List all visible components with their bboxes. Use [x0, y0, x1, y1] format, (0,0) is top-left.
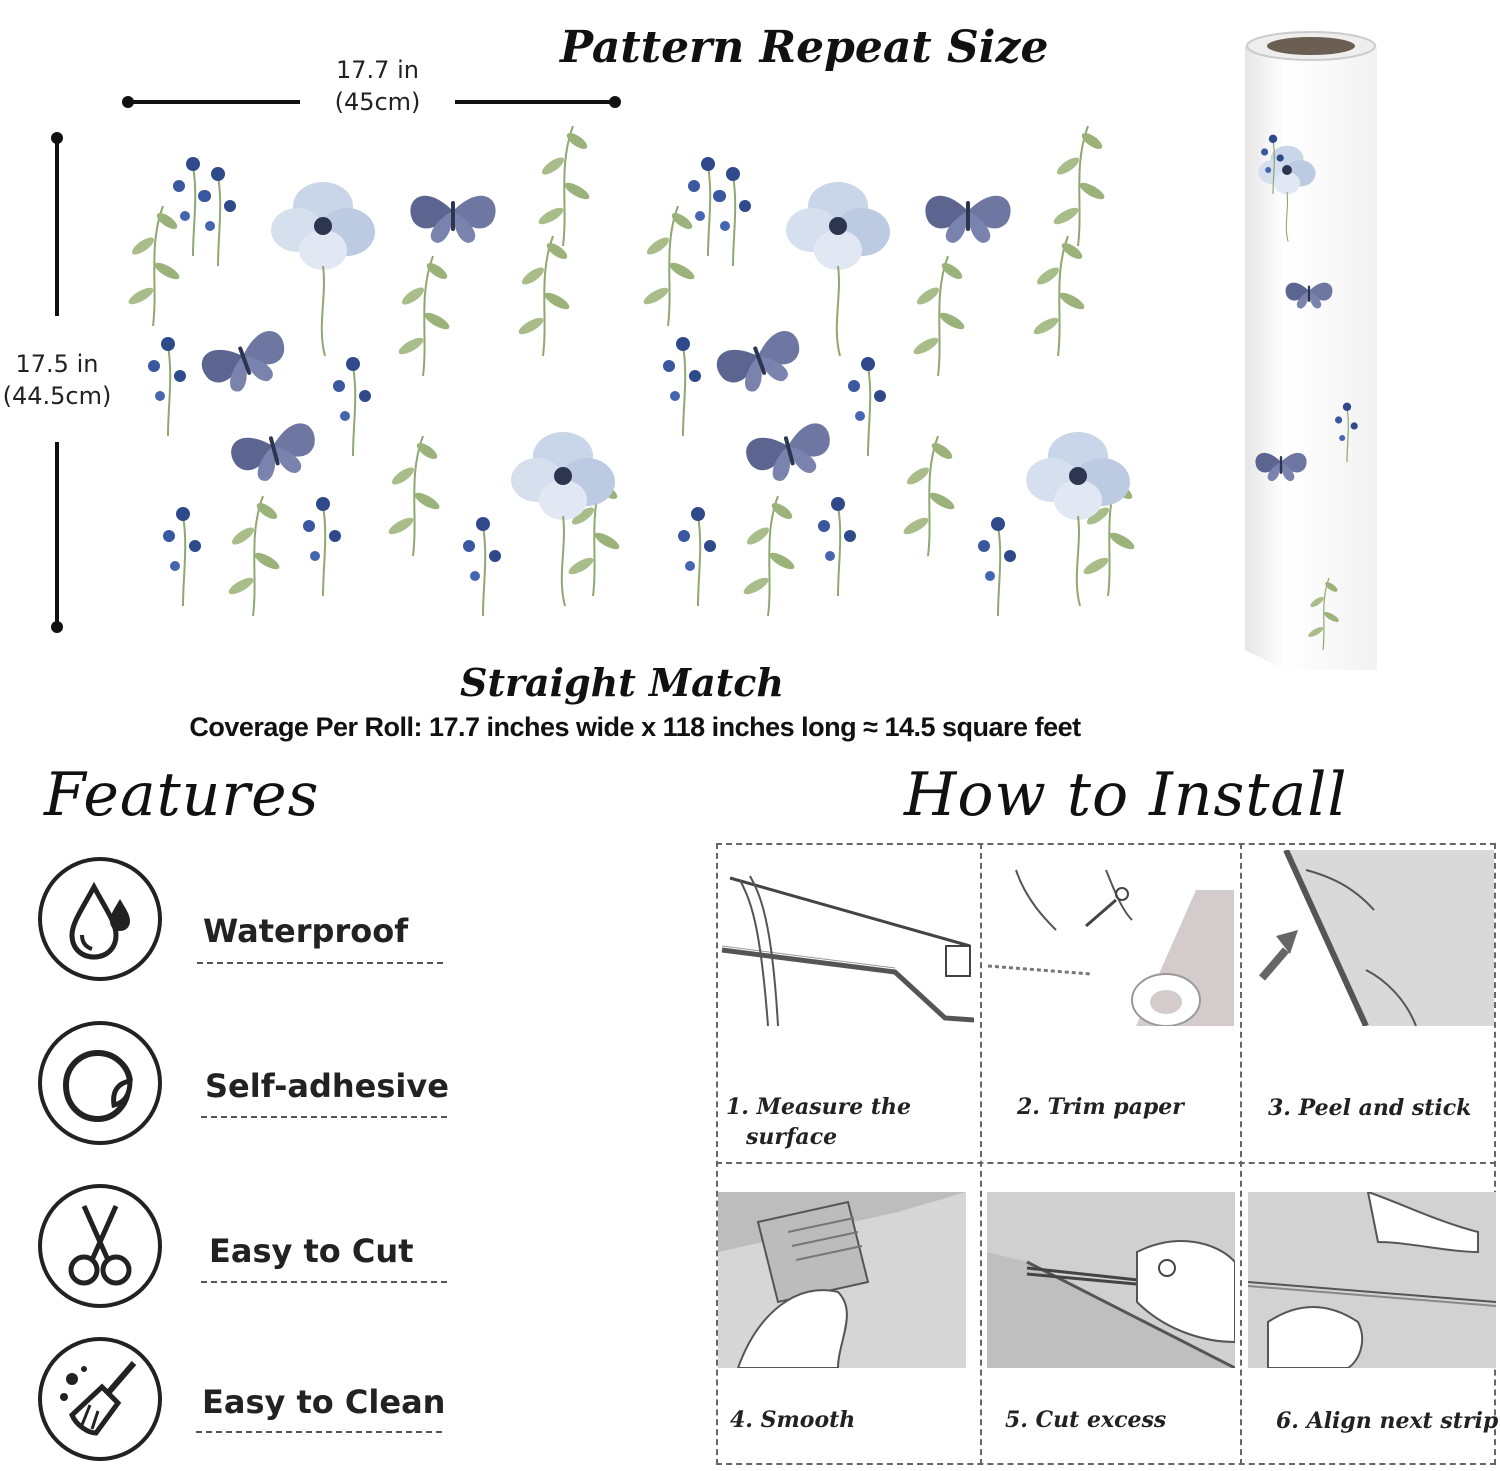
step-2-illustration — [986, 850, 1234, 1026]
dim-dot-bottom — [51, 621, 63, 633]
install-steps-grid — [716, 843, 1496, 1465]
features-title: Features — [44, 760, 320, 830]
feature-rule — [201, 1281, 447, 1283]
grid-divider — [1240, 843, 1242, 1465]
step-1-illustration — [720, 850, 974, 1026]
pattern-repeat-title: Pattern Repeat Size — [560, 22, 1049, 73]
feature-self-adhesive-label: Self-adhesive — [205, 1067, 449, 1105]
step-6-line1: 6. Align next strip — [1276, 1408, 1499, 1434]
step-5-line1: 5. Cut excess — [1005, 1407, 1167, 1433]
step-2-label: 2. Trim paper — [1017, 1092, 1184, 1122]
step-3-label: 3. Peel and stick — [1268, 1093, 1471, 1123]
floral-pattern-swatch — [123, 126, 1143, 632]
step-3-illustration — [1246, 850, 1494, 1026]
straight-match-label: Straight Match — [460, 660, 785, 705]
how-to-install-title: How to Install — [904, 760, 1348, 830]
step-4-line1: 4. Smooth — [730, 1407, 856, 1433]
waterproof-icon-circle — [38, 857, 162, 981]
step-4-illustration — [718, 1192, 966, 1368]
easy-to-cut-icon-circle — [38, 1184, 162, 1308]
easy-to-clean-icon-circle — [38, 1337, 162, 1461]
step-5-illustration — [987, 1192, 1235, 1368]
width-dimension-label: 17.7 in (45cm) — [300, 54, 455, 118]
height-dimension-label: 17.5 in (44.5cm) — [0, 348, 114, 412]
peel-sticker-icon — [62, 1049, 133, 1123]
step-1-label: 1. Measure the surface — [726, 1092, 911, 1152]
width-cm: (45cm) — [334, 88, 421, 116]
scissors-icon — [68, 1204, 132, 1286]
step-3-line1: 3. Peel and stick — [1268, 1095, 1472, 1121]
floral-pattern-illustration — [123, 126, 1143, 632]
width-dimension-line-right — [455, 100, 615, 104]
water-drop-icon — [69, 881, 130, 960]
step-1-line1: 1. Measure the — [726, 1094, 912, 1120]
feature-rule — [197, 962, 443, 964]
step-1-line2: surface — [746, 1124, 838, 1150]
step-5-label: 5. Cut excess — [1005, 1405, 1166, 1435]
width-inches: 17.7 in — [336, 56, 419, 84]
wallpaper-roll-illustration — [1245, 31, 1377, 670]
wallpaper-roll-image — [1245, 30, 1377, 670]
width-dimension-line-left — [128, 100, 300, 104]
height-cm: (44.5cm) — [2, 382, 112, 410]
feature-easy-to-cut-label: Easy to Cut — [209, 1232, 414, 1270]
step-6-label: 6. Align next strip — [1276, 1406, 1498, 1436]
self-adhesive-icon-circle — [38, 1021, 162, 1145]
height-dimension-line-bottom — [55, 442, 59, 628]
feature-rule — [196, 1431, 442, 1433]
height-dimension-line-top — [55, 138, 59, 316]
broom-icon — [60, 1361, 137, 1436]
coverage-per-roll: Coverage Per Roll: 17.7 inches wide x 11… — [189, 712, 1081, 742]
grid-divider — [980, 843, 982, 1465]
step-2-line1: 2. Trim paper — [1017, 1094, 1184, 1120]
dim-dot-right — [609, 96, 621, 108]
grid-divider — [716, 1162, 1496, 1164]
feature-waterproof-label: Waterproof — [203, 912, 409, 950]
height-inches: 17.5 in — [15, 350, 99, 378]
feature-easy-to-clean-label: Easy to Clean — [202, 1383, 446, 1421]
feature-rule — [201, 1116, 447, 1118]
step-4-label: 4. Smooth — [730, 1405, 855, 1435]
step-6-illustration — [1248, 1192, 1496, 1368]
